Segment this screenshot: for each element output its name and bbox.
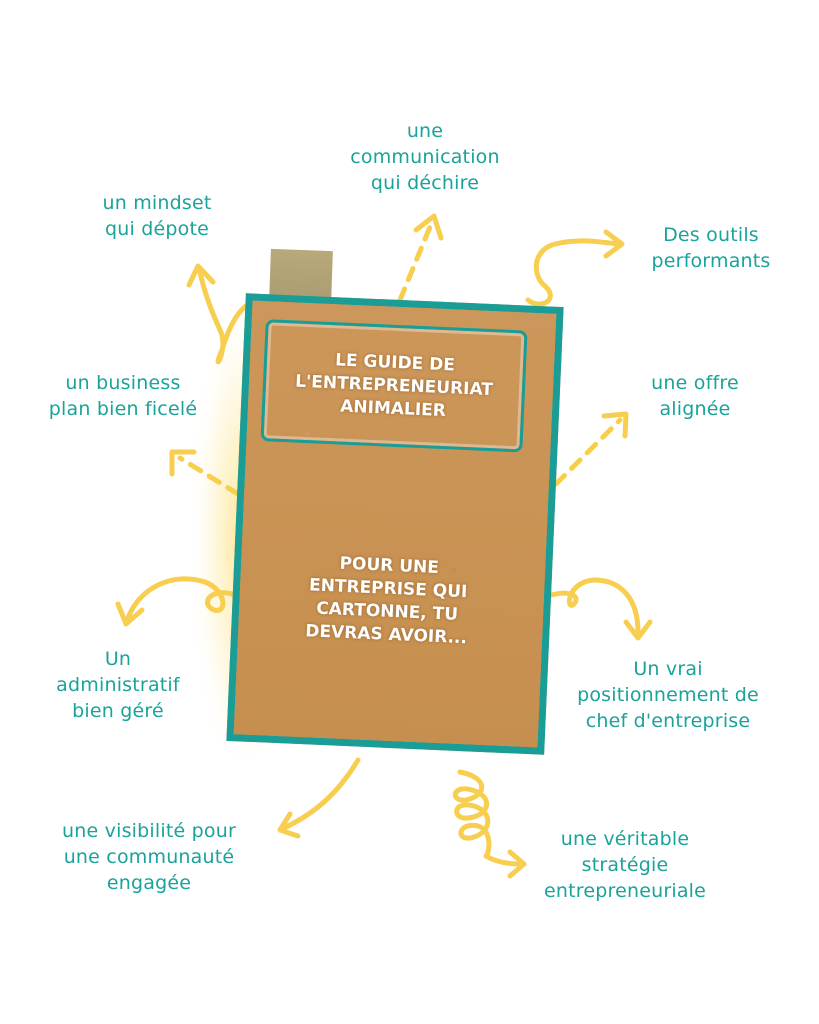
label-communication: une communication qui déchire xyxy=(350,120,500,194)
book-title: LE GUIDE DE L'ENTREPRENEURIAT ANIMALIER xyxy=(294,349,494,421)
arrowhead-communication xyxy=(413,213,444,241)
arrow-administratif xyxy=(125,576,235,621)
label-visibilite: une visibilité pour une communauté engag… xyxy=(62,820,236,894)
label-mindset: un mindset qui dépote xyxy=(102,192,212,240)
label-business-plan: un business plan bien ficelé xyxy=(48,372,198,420)
arrowhead-strategie xyxy=(507,849,527,879)
arrow-outils xyxy=(525,238,621,307)
arrowhead-positionnement xyxy=(623,619,653,641)
arrowhead-visibilite xyxy=(277,811,301,839)
label-strategie: une véritable stratégie entrepreneuriale xyxy=(543,828,707,902)
label-outils: Des outils performants xyxy=(651,224,771,272)
label-offre: une offre alignée xyxy=(651,372,739,420)
arrow-positionnement xyxy=(545,577,641,635)
guide-book-cover: LE GUIDE DE L'ENTREPRENEURIAT ANIMALIER … xyxy=(226,293,564,755)
arrowhead-administratif xyxy=(115,601,145,627)
arrowhead-business-plan xyxy=(169,449,197,477)
arrowhead-outils xyxy=(603,229,625,259)
title-frame: LE GUIDE DE L'ENTREPRENEURIAT ANIMALIER xyxy=(260,319,528,453)
book-subtitle: POUR UNE ENTREPRISE QUI CARTONNE, TU DEV… xyxy=(304,553,468,649)
arrow-strategie xyxy=(453,769,523,867)
arrow-visibilite xyxy=(281,757,361,831)
arrow-mindset xyxy=(197,269,265,365)
arrow-communication xyxy=(397,219,435,303)
label-administratif: Un administratif bien géré xyxy=(56,648,180,722)
arrow-business-plan xyxy=(177,455,241,497)
arrowhead-offre xyxy=(601,411,629,439)
arrow-offre xyxy=(553,417,623,487)
arrowhead-mindset xyxy=(186,263,216,288)
label-positionnement: Un vrai positionnement de chef d'entrepr… xyxy=(577,658,759,732)
